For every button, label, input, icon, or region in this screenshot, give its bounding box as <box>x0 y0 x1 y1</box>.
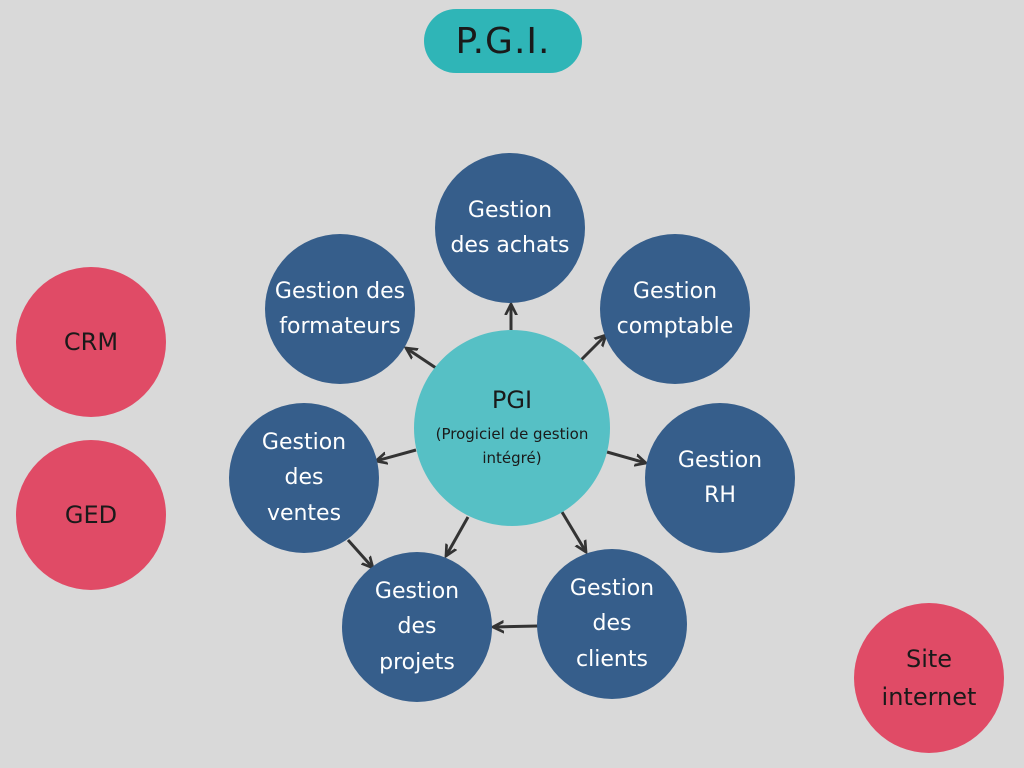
module-formateurs: Gestion des formateurs <box>265 234 415 384</box>
module-projets-label: Gestion des projets <box>374 579 460 675</box>
module-ventes-label: Gestion des ventes <box>261 430 347 526</box>
pgi-center-node: PGI (Progiciel de gestion intégré) <box>414 330 610 526</box>
module-projets: Gestion des projets <box>342 552 492 702</box>
side-site-label: Site internet <box>881 644 977 711</box>
module-rh-label: Gestion RH <box>677 447 763 508</box>
diagram-title: P.G.I. <box>424 9 582 73</box>
module-clients: Gestion des clients <box>537 549 687 699</box>
module-achats: Gestion des achats <box>435 153 585 303</box>
arrow-to-comptable <box>579 335 606 362</box>
module-comptable-label: Gestion comptable <box>616 278 734 339</box>
arrow-to-rh <box>606 450 646 463</box>
arrow-to-projets <box>446 516 470 556</box>
side-ged: GED <box>16 440 166 590</box>
side-site-internet: Site internet <box>854 603 1004 753</box>
module-comptable: Gestion comptable <box>600 234 750 384</box>
module-clients-label: Gestion des clients <box>569 576 655 672</box>
module-rh: Gestion RH <box>645 403 795 553</box>
arrow-ventes-to-projets <box>346 539 373 568</box>
side-crm: CRM <box>16 267 166 417</box>
center-title: PGI <box>491 386 533 414</box>
module-formateurs-label: Gestion des formateurs <box>274 278 406 339</box>
arrow-to-formateurs <box>406 348 437 370</box>
side-crm-label: CRM <box>63 327 119 356</box>
arrow-to-ventes <box>376 448 417 461</box>
center-subtitle: (Progiciel de gestion intégré) <box>435 425 589 467</box>
arrow-clients-to-projets <box>493 626 539 627</box>
module-achats-label: Gestion des achats <box>450 197 570 258</box>
module-ventes: Gestion des ventes <box>229 403 379 553</box>
arrow-to-clients <box>560 511 586 552</box>
side-ged-label: GED <box>64 500 118 529</box>
